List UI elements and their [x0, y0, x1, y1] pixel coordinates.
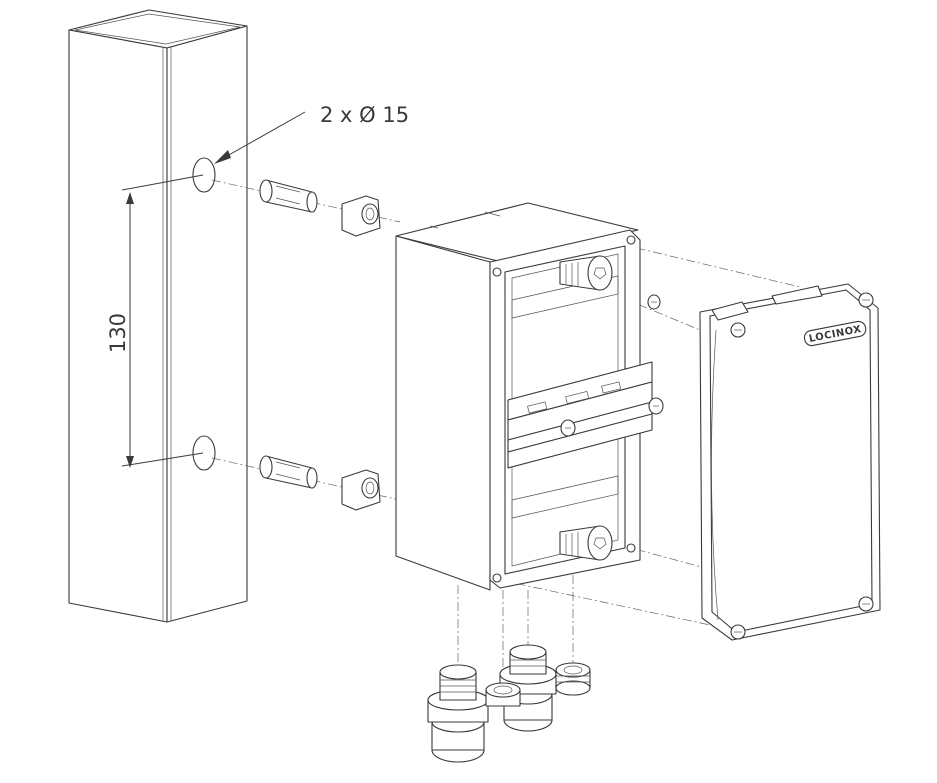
cable-gland-medium [499, 644, 557, 732]
rail-screw-a [560, 419, 576, 437]
cable-gland-small [555, 662, 591, 696]
cable-gland-nut [485, 682, 521, 707]
hole-spacing-dimension: 130 [106, 174, 204, 468]
expansion-sleeve-upper [259, 179, 318, 213]
post-hole-upper [192, 157, 216, 193]
enclosure-cover: LOCINOX [699, 283, 881, 641]
hole-diameter-label: 2 x Ø 15 [320, 103, 409, 127]
hole-callout: 2 x Ø 15 [214, 103, 409, 164]
rail-screw-b [648, 397, 664, 415]
grommet-lower [341, 469, 381, 511]
hole-spacing-label: 130 [106, 313, 130, 353]
grommet-upper [341, 195, 381, 237]
mounting-bolt-lower [559, 525, 613, 561]
cable-gland-large [427, 664, 489, 763]
box-screw-top [647, 294, 661, 310]
post-hole-lower [192, 435, 216, 471]
expansion-sleeve-lower [259, 455, 318, 489]
mounting-bolt-upper [559, 255, 613, 291]
din-rail [507, 361, 653, 469]
square-post [68, 9, 248, 623]
